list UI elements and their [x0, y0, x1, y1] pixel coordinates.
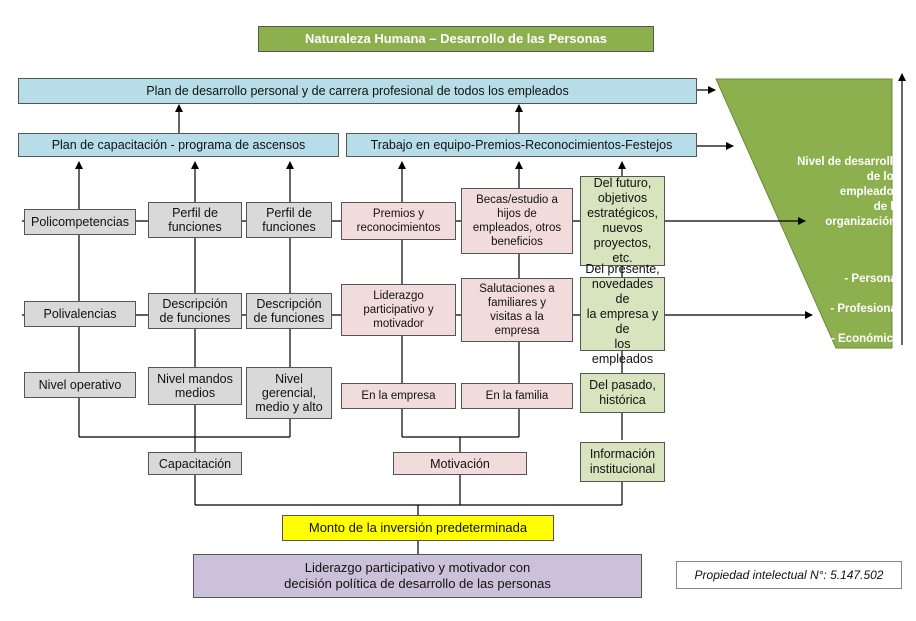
del-futuro-box: Del futuro, objetivos estratégicos, nuev… — [580, 176, 665, 266]
top-plan-box: Plan de desarrollo personal y de carrera… — [18, 78, 697, 104]
nivel-mandos-medios-box: Nivel mandos medios — [148, 367, 242, 405]
development-funnel — [715, 78, 893, 349]
policompetencias-box: Policompetencias — [24, 209, 136, 235]
perfil-funciones-box-2: Perfil de funciones — [246, 202, 332, 238]
informacion-institucional-box: Información institucional — [580, 442, 665, 482]
copyright-note: Propiedad intelectual N°: 5.147.502 — [676, 561, 902, 589]
title-banner: Naturaleza Humana – Desarrollo de las Pe… — [258, 26, 654, 52]
plan-capacitacion-box: Plan de capacitación - programa de ascen… — [18, 133, 339, 157]
salutaciones-box: Salutaciones a familiares y visitas a la… — [461, 278, 573, 342]
motivacion-box: Motivación — [393, 452, 527, 475]
monto-inversion-box: Monto de la inversión predeterminada — [282, 515, 554, 541]
capacitacion-box: Capacitación — [148, 452, 242, 475]
polivalencias-box: Polivalencias — [24, 301, 136, 327]
descripcion-funciones-box-1: Descripción de funciones — [148, 293, 242, 329]
del-pasado-box: Del pasado, histórica — [580, 373, 665, 413]
funnel-item-economico: - Económico — [830, 333, 900, 345]
funnel-item-personal: - Personal — [844, 273, 900, 285]
en-la-empresa-box: En la empresa — [341, 383, 456, 409]
becas-box: Becas/estudio a hijos de empleados, otro… — [461, 188, 573, 254]
liderazgo-motivador-box: Liderazgo participativo y motivador — [341, 284, 456, 336]
premios-box: Premios y reconocimientos — [341, 202, 456, 240]
trabajo-equipo-box: Trabajo en equipo-Premios-Reconocimiento… — [346, 133, 697, 157]
funnel-item-profesional: - Profesional — [830, 303, 900, 315]
en-la-familia-box: En la familia — [461, 383, 573, 409]
nivel-gerencial-box: Nivel gerencial, medio y alto — [246, 367, 332, 419]
del-presente-box: Del presente, novedades de la empresa y … — [580, 262, 665, 366]
perfil-funciones-box-1: Perfil de funciones — [148, 202, 242, 238]
descripcion-funciones-box-2: Descripción de funciones — [246, 293, 332, 329]
nivel-operativo-box: Nivel operativo — [24, 372, 136, 398]
funnel-title: Nivel de desarrollo de los empleados de … — [797, 156, 900, 228]
funnel-label: Nivel de desarrollo de los empleados de … — [755, 140, 900, 362]
liderazgo-decision-box: Liderazgo participativo y motivador con … — [193, 554, 642, 598]
